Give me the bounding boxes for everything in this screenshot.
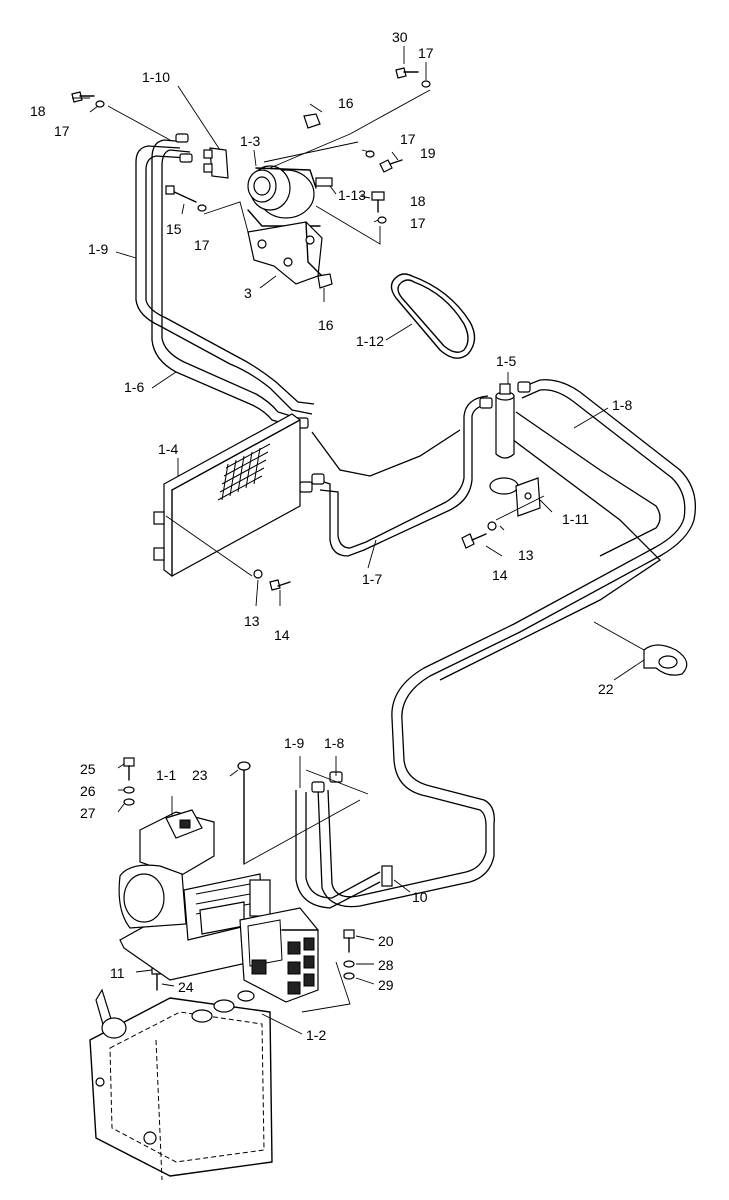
evaporator-unit-1-1	[118, 809, 319, 1003]
callout-1-3: 1-3	[240, 133, 260, 149]
callout-labels: 30 17 18 17 1-10 16 1-3 17 19 1-13 18 15…	[30, 29, 632, 1043]
callout-24: 24	[178, 979, 194, 995]
callout-1-11: 1-11	[562, 511, 589, 527]
callout-1-9: 1-9	[88, 241, 108, 257]
callout-10: 10	[412, 889, 428, 905]
hose-1-8	[317, 379, 697, 908]
callout-15: 15	[166, 221, 182, 237]
callout-17: 17	[54, 123, 70, 139]
callout-29: 29	[378, 977, 394, 993]
callout-1-9: 1-9	[284, 735, 304, 751]
control-panel-outline	[89, 988, 273, 1181]
leader-lines	[72, 46, 645, 1035]
callout-3: 3	[244, 285, 252, 301]
callout-13: 13	[244, 613, 260, 629]
callout-14: 14	[274, 627, 290, 643]
callout-17: 17	[400, 131, 416, 147]
callout-26: 26	[80, 783, 96, 799]
hardware	[71, 67, 497, 991]
callout-30: 30	[392, 29, 408, 45]
callout-25: 25	[80, 761, 96, 777]
callout-1-1: 1-1	[156, 767, 176, 783]
callout-1-5: 1-5	[496, 353, 516, 369]
condenser-1-4	[153, 413, 301, 577]
callout-1-8: 1-8	[612, 397, 632, 413]
callout-13: 13	[518, 547, 534, 563]
callout-23: 23	[192, 767, 208, 783]
callout-16: 16	[318, 317, 334, 333]
callout-1-13: 1-13	[338, 187, 366, 203]
callout-14: 14	[492, 567, 508, 583]
callout-17: 17	[410, 215, 426, 231]
callout-20: 20	[378, 933, 394, 949]
fitting-block-1-10	[203, 147, 229, 179]
hose-1-6	[151, 139, 305, 429]
compressor-1-3	[247, 165, 333, 227]
callout-22: 22	[598, 681, 614, 697]
clip-10	[381, 865, 393, 887]
callout-16: 16	[338, 95, 354, 111]
callout-18: 18	[30, 103, 46, 119]
callout-1-6: 1-6	[124, 379, 144, 395]
v-belt-1-12	[390, 273, 476, 359]
callout-28: 28	[378, 957, 394, 973]
callout-1-10: 1-10	[142, 69, 170, 85]
callout-1-4: 1-4	[158, 441, 178, 457]
callout-19: 19	[420, 145, 436, 161]
callout-11: 11	[110, 965, 125, 981]
receiver-drier-1-5	[495, 383, 515, 459]
callout-1-7: 1-7	[362, 571, 382, 587]
callout-1-2: 1-2	[306, 1027, 326, 1043]
callout-1-8: 1-8	[324, 735, 344, 751]
hose-1-9-lower	[295, 790, 381, 909]
hose-long-run	[439, 429, 662, 681]
callout-17: 17	[418, 45, 434, 61]
bracket-3	[247, 221, 323, 285]
callout-27: 27	[80, 805, 96, 821]
callout-18: 18	[410, 193, 426, 209]
hose-1-9-upper	[135, 145, 315, 415]
clamp-22	[643, 644, 688, 676]
callout-17: 17	[194, 237, 210, 253]
callout-1-12: 1-12	[356, 333, 384, 349]
hose-1-7	[311, 395, 491, 557]
